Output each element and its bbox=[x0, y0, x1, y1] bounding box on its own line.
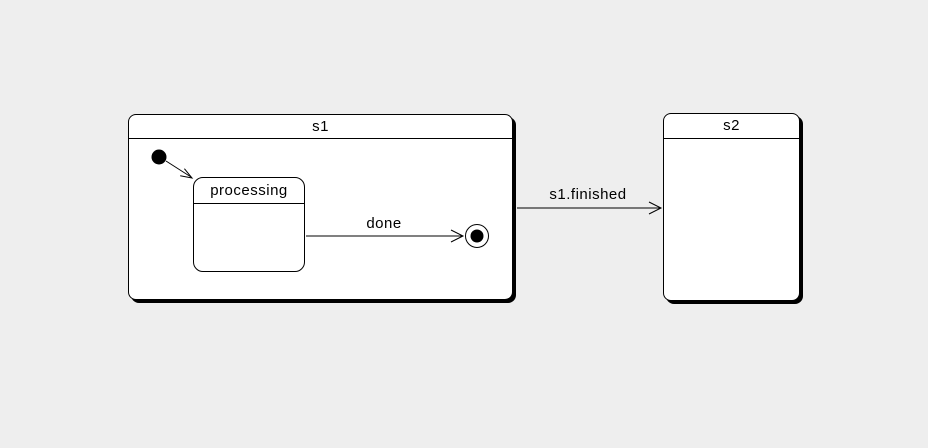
state-s2[interactable]: s2 bbox=[663, 113, 800, 301]
s1-finished-arrowhead-icon bbox=[648, 201, 663, 215]
state-processing[interactable]: processing bbox=[193, 177, 305, 272]
state-s2-title: s2 bbox=[664, 114, 799, 139]
state-processing-title: processing bbox=[194, 178, 304, 204]
transition-label-done[interactable]: done bbox=[366, 215, 402, 232]
state-s1-title: s1 bbox=[129, 115, 512, 139]
transition-label-s1-finished[interactable]: s1.finished bbox=[549, 186, 627, 203]
state-s1[interactable]: s1 bbox=[128, 114, 513, 300]
